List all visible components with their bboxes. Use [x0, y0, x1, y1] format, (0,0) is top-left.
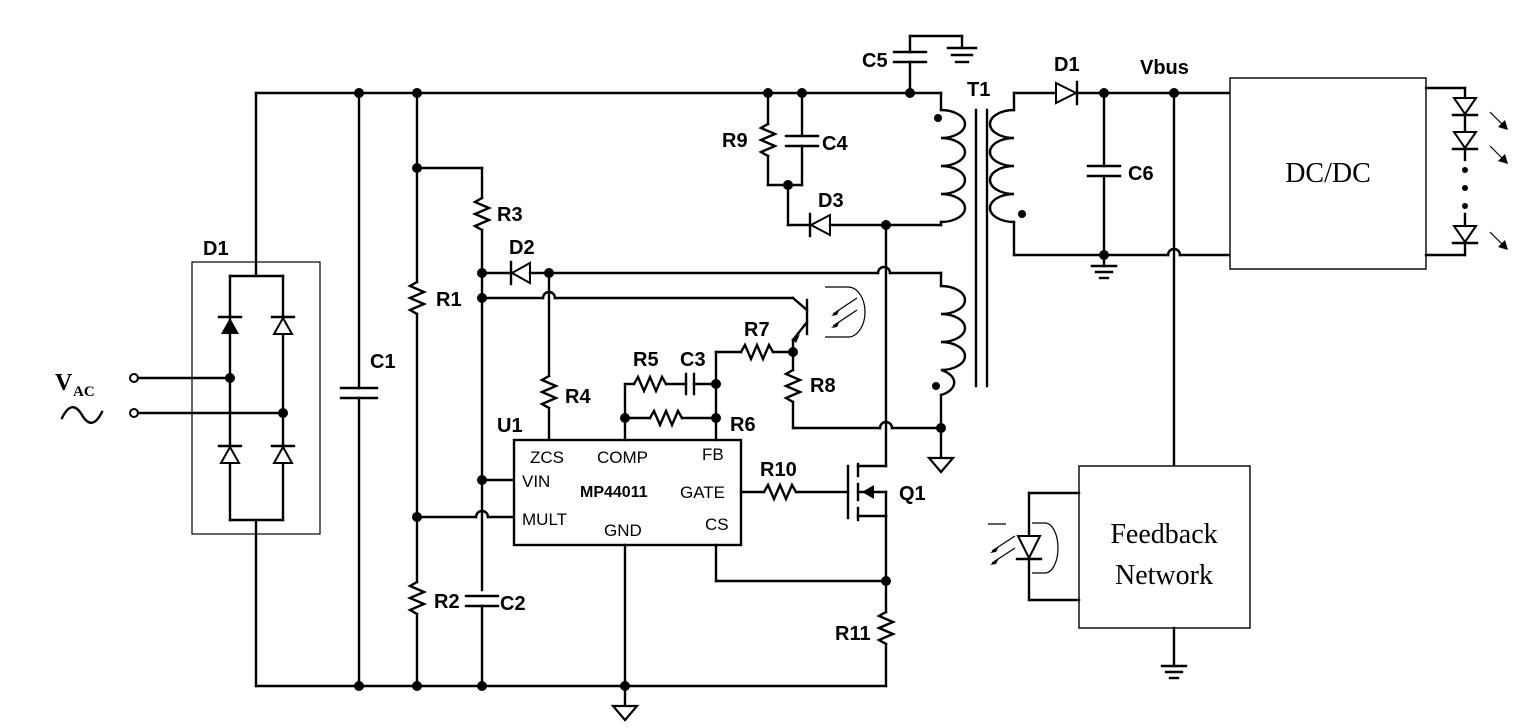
- pin-zcs: ZCS: [530, 448, 564, 467]
- label-r6: R6: [730, 414, 756, 436]
- label-r9: R9: [722, 130, 748, 152]
- label-r5: R5: [633, 349, 659, 371]
- dcdc-label: DC/DC: [1285, 158, 1371, 189]
- label-c5: C5: [862, 50, 888, 72]
- label-d2: D2: [509, 237, 535, 259]
- ic-part-number: MP44011: [580, 484, 648, 501]
- output-stage: D1 Vbus C6: [1012, 54, 1232, 468]
- ac-sine-icon: [60, 406, 104, 424]
- label-c6: C6: [1128, 163, 1154, 185]
- led-string: [1424, 86, 1508, 257]
- label-c3: C3: [680, 349, 706, 371]
- bridge-diode-4: [272, 444, 294, 464]
- resistor-r4: R4: [538, 271, 591, 442]
- label-u1: U1: [497, 415, 523, 437]
- capacitor-c1: C1: [339, 88, 396, 691]
- label-vbus: Vbus: [1140, 57, 1189, 79]
- label-r7: R7: [744, 319, 770, 341]
- pin-gate: GATE: [680, 483, 725, 502]
- vac-label: V: [55, 370, 73, 396]
- pin-comp: COMP: [597, 448, 648, 467]
- mosfet-q1: Q1 R11 R10: [610, 220, 926, 722]
- label-c4: C4: [822, 133, 848, 155]
- snubber-network: R9 C4 D3 C5: [722, 34, 978, 238]
- label-d3: D3: [818, 190, 844, 212]
- bridge-outline: [191, 261, 321, 535]
- label-c2: C2: [500, 593, 526, 615]
- label-t1: T1: [967, 79, 990, 101]
- label-d1-bridge: D1: [203, 238, 229, 260]
- pin-fb: FB: [702, 445, 724, 464]
- ground-aux-icon: [926, 456, 956, 474]
- label-r2: R2: [434, 591, 460, 613]
- label-r11: R11: [835, 623, 871, 645]
- ic-body: [512, 438, 743, 547]
- transformer-t1: T1: [908, 79, 1026, 474]
- bridge-diode-2: [272, 315, 294, 335]
- ac-source: V AC: [55, 370, 285, 424]
- pin-vin: VIN: [522, 472, 550, 491]
- label-d1-out: D1: [1054, 54, 1080, 76]
- optocoupler-led: [988, 491, 1081, 602]
- vac-subscript: AC: [73, 384, 95, 400]
- resistor-r8: R8: [782, 350, 943, 430]
- label-c1: C1: [370, 351, 396, 373]
- feedback-block: Feedback Network: [1078, 465, 1251, 680]
- compensation-network: R5 C3 R6 R7: [620, 319, 798, 442]
- ground-main-icon: [610, 704, 640, 722]
- label-r1: R1: [436, 289, 462, 311]
- bridge-diode-3: [219, 444, 241, 464]
- pin-gnd: GND: [604, 521, 642, 540]
- feedback-label-line2: Network: [1115, 560, 1213, 591]
- opto-line: [480, 290, 809, 312]
- feedback-label-line1: Feedback: [1110, 519, 1217, 550]
- label-r4: R4: [565, 386, 591, 408]
- pin-cs: CS: [705, 515, 729, 534]
- bridge-diode-1: [221, 318, 239, 334]
- label-q1: Q1: [899, 483, 926, 505]
- bridge-rectifier-d1: D1: [191, 238, 321, 535]
- divider-r1-r2: R1 R2: [406, 88, 462, 691]
- label-r8: R8: [810, 375, 836, 397]
- label-r3: R3: [497, 204, 523, 226]
- optocoupler-transistor: [791, 286, 866, 354]
- dcdc-block: DC/DC: [1229, 77, 1427, 270]
- ic-u1: U1 ZCS COMP FB VIN MP44011 GATE MULT CS …: [497, 415, 743, 547]
- pin-mult: MULT: [522, 510, 567, 529]
- label-r10: R10: [760, 459, 797, 481]
- diode-d2: D2: [480, 237, 943, 286]
